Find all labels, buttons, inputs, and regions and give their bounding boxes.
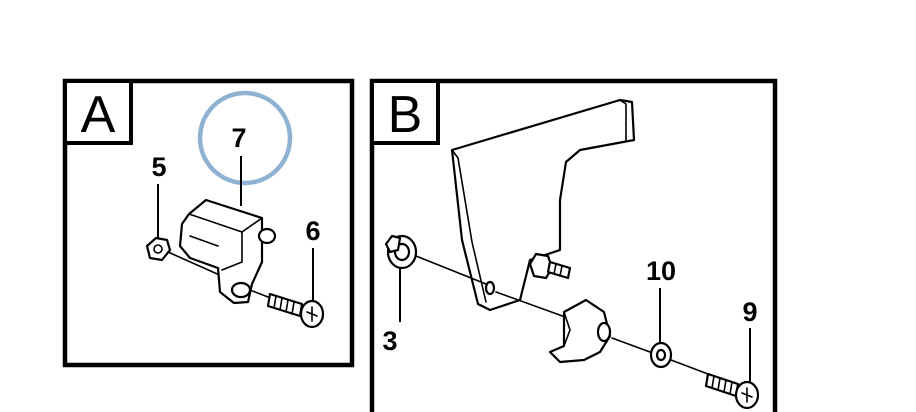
panel-a-tag-box <box>63 79 133 145</box>
callout-7: 7 <box>231 123 246 153</box>
panel-b-frame <box>369 78 778 412</box>
highlight-circle <box>197 90 293 186</box>
callout-6: 6 <box>305 216 320 246</box>
panel-a-tag: A <box>81 86 116 144</box>
axis-line-b1 <box>415 255 487 285</box>
nut-part-5 <box>145 236 172 262</box>
axis-line-b2 <box>495 291 569 319</box>
axis-line-a2 <box>249 289 269 298</box>
panel-a-frame <box>62 78 355 368</box>
callout-3: 3 <box>382 326 397 356</box>
bracket-part-7 <box>178 198 277 305</box>
callout-5: 5 <box>151 152 166 182</box>
washer-part-10 <box>649 341 673 369</box>
panel-b-tag: B <box>388 86 423 144</box>
callout-9: 9 <box>742 297 757 327</box>
axis-line-b4 <box>670 359 709 375</box>
mounting-plate <box>450 98 636 312</box>
panel-b: B 3 <box>369 78 778 412</box>
axis-line-b3 <box>611 337 651 353</box>
screw-part-9 <box>704 372 760 410</box>
axis-line-a <box>167 251 225 278</box>
panel-a: A 7 5 6 <box>62 78 355 368</box>
screw-part-6 <box>266 292 325 329</box>
washer-nut-part-3 <box>384 234 418 270</box>
stud-bolt <box>528 252 572 280</box>
panel-b-tag-box <box>370 79 440 145</box>
spacer-block <box>548 298 612 364</box>
callout-10: 10 <box>646 256 676 286</box>
